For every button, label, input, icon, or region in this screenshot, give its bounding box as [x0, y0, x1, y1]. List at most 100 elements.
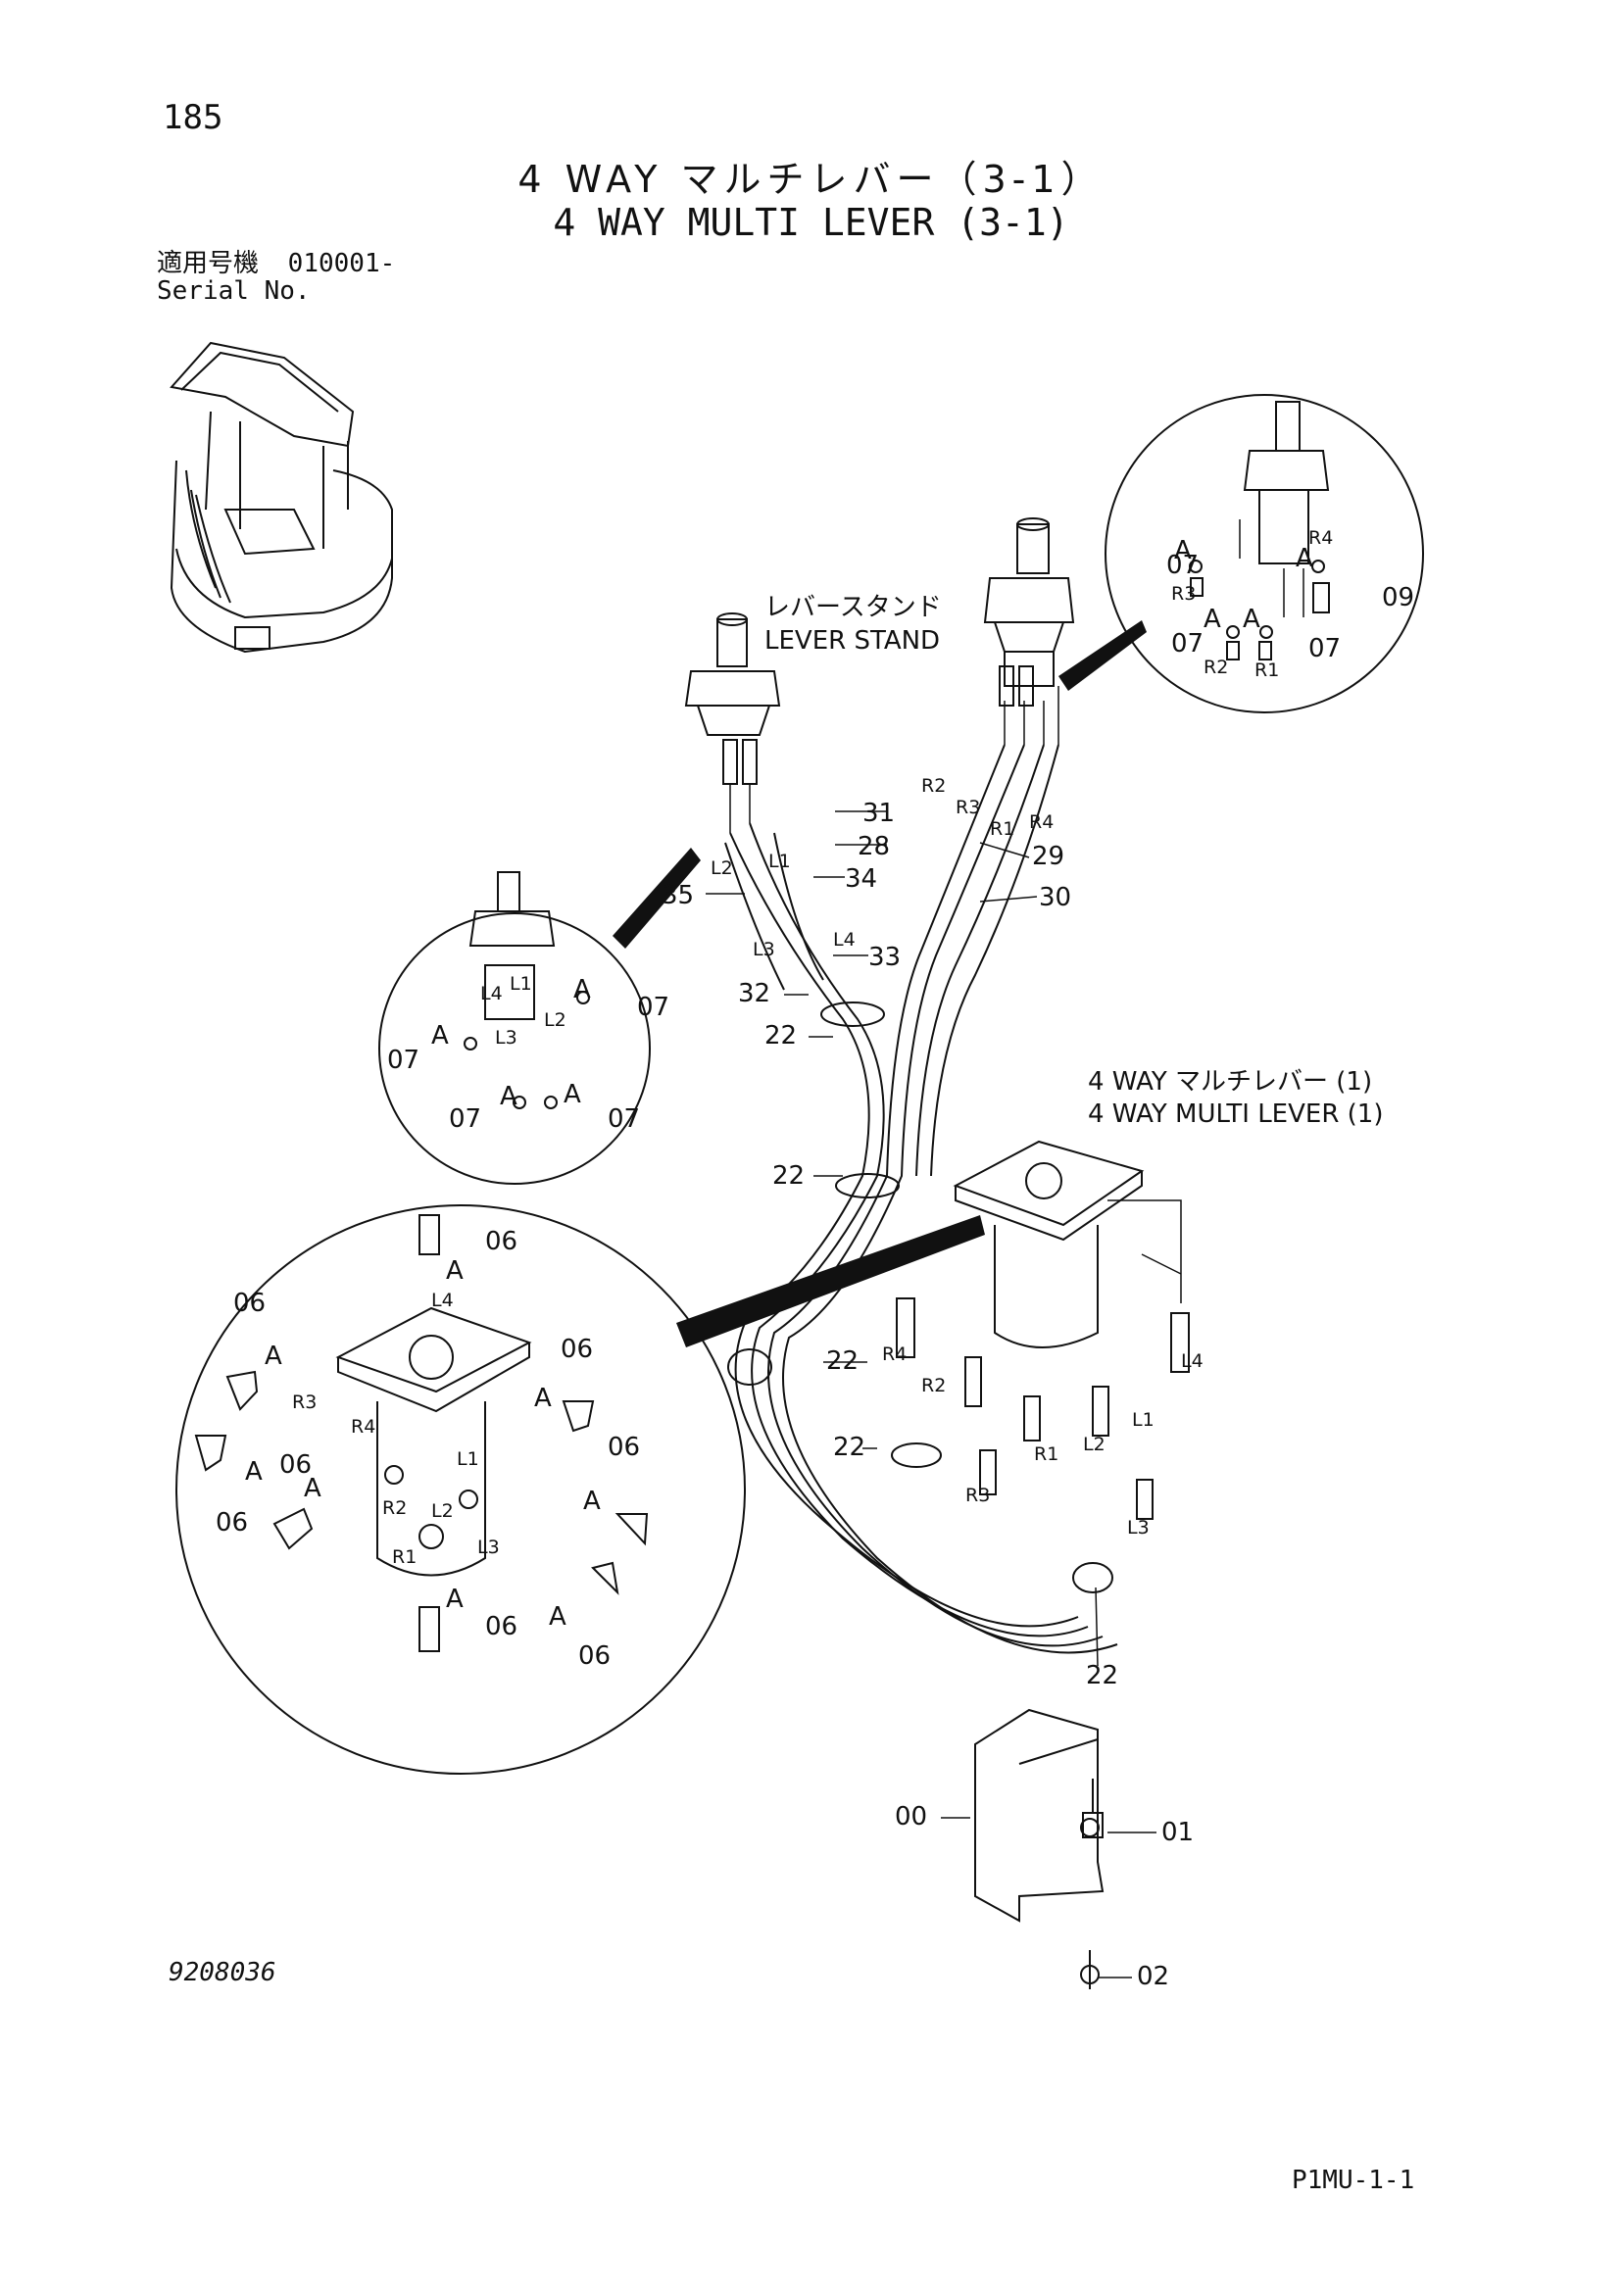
svg-text:07: 07 [637, 993, 669, 1022]
svg-text:L3: L3 [1127, 1517, 1150, 1539]
svg-text:01: 01 [1161, 1818, 1194, 1847]
title-english: 4 WAY MULTI LEVER (3-1) [553, 201, 1069, 244]
page-number: 185 [163, 98, 223, 137]
detail-circle-right: 07 A R3 07 A A R2 R1 07 A R4 09 [1058, 394, 1424, 713]
svg-text:A: A [1174, 536, 1192, 565]
svg-text:06: 06 [561, 1335, 593, 1364]
svg-text:06: 06 [279, 1450, 312, 1480]
svg-text:A: A [446, 1256, 464, 1286]
page-code: P1MU-1-1 [1292, 2166, 1415, 2195]
svg-text:L1: L1 [768, 851, 791, 872]
multi-lever-label: 4 WAY マルチレバー (1) 4 WAY MULTI LEVER (1) [1088, 1067, 1383, 1129]
svg-text:R1: R1 [1254, 659, 1279, 681]
svg-text:A: A [1296, 544, 1313, 573]
svg-text:06: 06 [608, 1433, 640, 1462]
svg-text:06: 06 [485, 1227, 517, 1256]
part-callouts: 31 28 29 30 35 34 33 32 22 22 22 22 22 0… [662, 775, 1204, 1991]
svg-text:R4: R4 [1308, 527, 1333, 549]
svg-text:34: 34 [845, 864, 877, 894]
svg-text:A: A [304, 1474, 321, 1503]
svg-text:07: 07 [387, 1046, 419, 1075]
svg-text:29: 29 [1032, 842, 1064, 871]
svg-text:35: 35 [662, 881, 694, 910]
svg-text:07: 07 [1308, 634, 1341, 663]
svg-text:A: A [431, 1021, 449, 1050]
svg-text:L2: L2 [431, 1500, 454, 1522]
serial-block: 適用号機 010001- Serial No. [157, 250, 395, 305]
svg-text:L4: L4 [1181, 1350, 1204, 1372]
svg-text:A: A [583, 1487, 601, 1516]
multi-lever-valve [896, 1140, 1190, 1520]
svg-text:L3: L3 [753, 939, 775, 960]
svg-text:06: 06 [485, 1612, 517, 1641]
svg-text:L1: L1 [1132, 1409, 1155, 1431]
svg-text:R2: R2 [382, 1497, 407, 1519]
svg-text:07: 07 [608, 1104, 640, 1134]
svg-text:A: A [1204, 605, 1221, 634]
svg-text:02: 02 [1137, 1962, 1169, 1991]
svg-text:R2: R2 [921, 775, 946, 797]
svg-text:30: 30 [1039, 883, 1071, 912]
svg-text:L3: L3 [477, 1537, 500, 1558]
svg-text:31: 31 [862, 799, 895, 828]
svg-text:A: A [265, 1342, 282, 1371]
drawing-number: 9208036 [169, 1958, 276, 1987]
svg-text:A: A [564, 1080, 581, 1109]
svg-text:07: 07 [1171, 629, 1204, 659]
detail-circle-middle: A 07 07 A 07 A A 07 L4 L1 L2 L3 [378, 848, 701, 1185]
excavator-thumbnail [170, 341, 393, 654]
svg-text:28: 28 [858, 832, 890, 861]
serial-value: 010001- [287, 249, 396, 278]
svg-text:06: 06 [578, 1641, 611, 1671]
lever-stand-right [983, 517, 1075, 745]
svg-text:L4: L4 [431, 1290, 454, 1311]
svg-text:A: A [549, 1602, 566, 1632]
svg-text:22: 22 [772, 1161, 805, 1191]
lever-stand-label: レバースタンド LEVER STAND [764, 593, 942, 656]
serial-label-en: Serial No. [157, 276, 311, 306]
svg-text:R2: R2 [1204, 657, 1228, 678]
serial-label-jp: 適用号機 [157, 249, 260, 278]
bracket-part [974, 1708, 1105, 1989]
svg-text:22: 22 [833, 1433, 865, 1462]
svg-text:R4: R4 [1029, 811, 1054, 833]
lever-stand-jp: レバースタンド [764, 593, 942, 622]
svg-text:L4: L4 [833, 929, 856, 951]
svg-text:22: 22 [764, 1021, 797, 1050]
svg-text:R2: R2 [921, 1375, 946, 1396]
svg-text:R1: R1 [990, 818, 1014, 840]
svg-text:A: A [245, 1457, 263, 1487]
svg-text:07: 07 [1166, 551, 1199, 580]
lever-stand-en: LEVER STAND [764, 626, 940, 656]
svg-text:00: 00 [895, 1802, 927, 1832]
svg-text:06: 06 [216, 1508, 248, 1538]
svg-text:R3: R3 [292, 1392, 317, 1413]
svg-text:07: 07 [449, 1104, 481, 1134]
svg-text:L1: L1 [510, 973, 532, 995]
svg-text:32: 32 [738, 979, 770, 1008]
svg-text:L4: L4 [480, 983, 503, 1004]
svg-text:R3: R3 [956, 797, 980, 818]
svg-text:A: A [1243, 605, 1260, 634]
svg-text:L2: L2 [1083, 1434, 1106, 1455]
detail-circle-large: 06 A L4 06 A R3 R4 06 A A 06 06 A R2 L1 … [175, 1204, 985, 1775]
svg-text:R3: R3 [965, 1485, 990, 1506]
svg-text:A: A [446, 1585, 464, 1614]
multi-lever-en: 4 WAY MULTI LEVER (1) [1088, 1099, 1383, 1129]
svg-text:R1: R1 [392, 1546, 417, 1568]
svg-text:R4: R4 [882, 1343, 907, 1365]
svg-text:33: 33 [868, 943, 901, 972]
svg-text:L2: L2 [711, 857, 733, 879]
svg-text:R4: R4 [351, 1416, 375, 1438]
title-japanese: 4 WAY マルチレバー（3-1） [517, 158, 1105, 201]
svg-text:22: 22 [826, 1346, 859, 1376]
svg-text:L3: L3 [495, 1027, 517, 1049]
svg-text:06: 06 [233, 1289, 266, 1318]
svg-text:R1: R1 [1034, 1443, 1058, 1465]
lever-stand-left [684, 612, 781, 833]
svg-text:R3: R3 [1171, 583, 1196, 605]
svg-text:A: A [534, 1384, 552, 1413]
svg-text:22: 22 [1086, 1661, 1118, 1690]
multi-lever-jp: 4 WAY マルチレバー (1) [1088, 1067, 1372, 1097]
